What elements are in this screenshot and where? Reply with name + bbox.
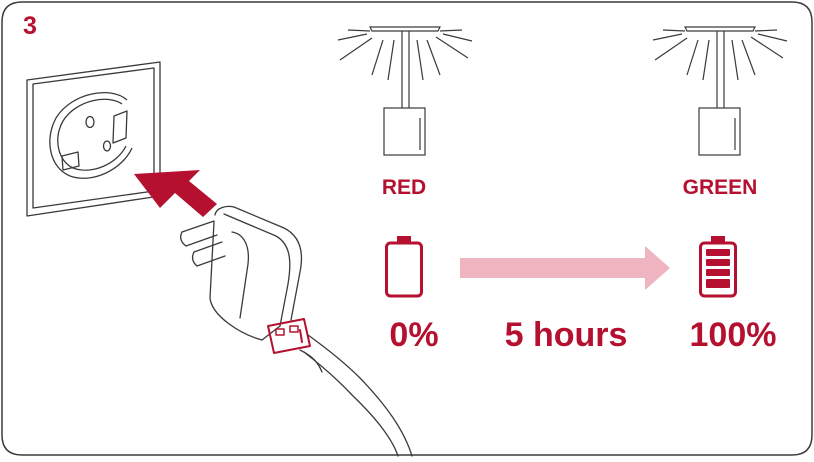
plug-in-arrow-icon: [134, 170, 217, 217]
panel-frame: [2, 2, 812, 455]
wall-socket-icon: [27, 62, 160, 216]
battery-empty-icon: [387, 236, 422, 296]
step-number: 3: [23, 12, 37, 41]
battery-full-icon: [701, 236, 736, 296]
pendant-light-icon: [338, 27, 472, 155]
pendant-light-icon-green: [653, 27, 787, 155]
light-state-end-label: GREEN: [664, 176, 776, 200]
light-state-start-label: RED: [356, 176, 452, 200]
charge-end-percent: 100%: [678, 316, 788, 355]
charge-duration: 5 hours: [486, 316, 646, 355]
progress-arrow-icon: [460, 246, 670, 290]
charge-start-percent: 0%: [374, 316, 454, 355]
